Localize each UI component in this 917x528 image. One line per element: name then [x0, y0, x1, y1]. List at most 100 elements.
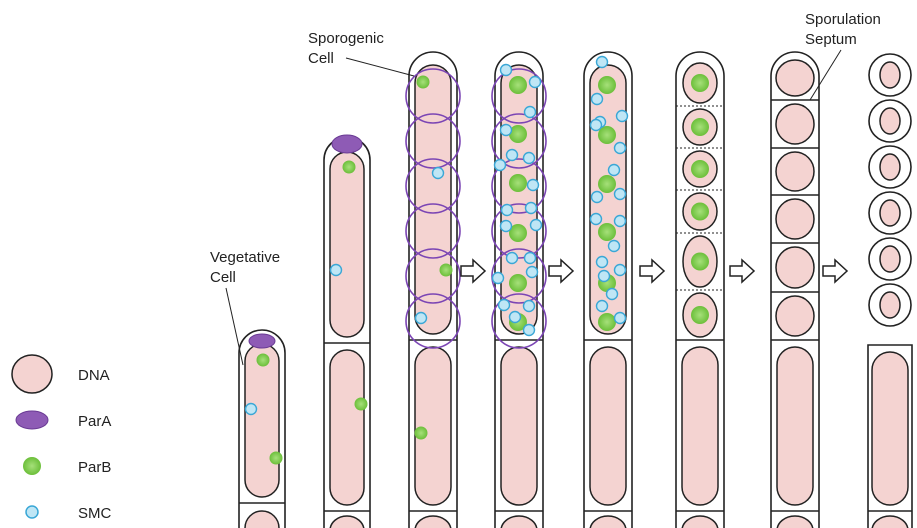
hypha-sporogenic	[406, 52, 460, 528]
smc-focus	[510, 312, 521, 323]
vegetative-pointer	[226, 288, 243, 365]
smc-focus	[597, 257, 608, 268]
smc-focus	[416, 313, 427, 324]
smc-focus	[501, 65, 512, 76]
parb-focus	[691, 160, 709, 178]
hypha-segregation-2	[584, 52, 632, 528]
smc-focus	[615, 143, 626, 154]
parb-focus	[691, 203, 709, 221]
parb-focus	[509, 76, 527, 94]
smc-focus	[331, 265, 342, 276]
smc-focus	[528, 180, 539, 191]
parb-focus	[440, 264, 453, 277]
smc-focus	[501, 221, 512, 232]
smc-focus	[609, 241, 620, 252]
smc-focus	[524, 325, 535, 336]
chromosome	[776, 247, 814, 288]
sporogenic-pointer	[346, 58, 414, 76]
smc-focus	[607, 289, 618, 300]
smc-focus	[592, 94, 603, 105]
smc-focus	[597, 301, 608, 312]
chromosome	[501, 347, 537, 505]
hypha-sporulation-septa	[771, 52, 819, 528]
smc-focus	[530, 77, 541, 88]
process-arrow-1	[461, 260, 485, 282]
smc-focus	[591, 120, 602, 131]
smc-focus	[495, 160, 506, 171]
chromosome	[880, 62, 900, 88]
para-icon	[16, 411, 48, 429]
para-cap	[332, 135, 362, 153]
sporulation-label-line1: Sporulation	[805, 11, 881, 28]
dna-icon	[12, 355, 52, 393]
legend-label-para: ParA	[78, 413, 111, 430]
chromosome	[590, 347, 626, 505]
smc-icon	[26, 506, 38, 518]
chromosome	[776, 152, 814, 191]
chromosome	[880, 246, 900, 272]
hyphae-layer	[239, 52, 912, 528]
parb-focus	[598, 76, 616, 94]
parb-focus	[270, 452, 283, 465]
sporogenic-label-line2: Cell	[308, 50, 334, 67]
smc-focus	[591, 214, 602, 225]
parb-focus	[417, 76, 430, 89]
parb-focus	[509, 274, 527, 292]
para-cap	[249, 334, 275, 348]
smc-focus	[524, 301, 535, 312]
chromosome	[872, 352, 908, 505]
smc-focus	[501, 125, 512, 136]
smc-focus	[507, 150, 518, 161]
smc-focus	[525, 253, 536, 264]
smc-focus	[615, 265, 626, 276]
legend: DNA ParA ParB SMC	[12, 355, 112, 522]
smc-focus	[609, 165, 620, 176]
parb-focus	[691, 74, 709, 92]
process-arrow-3	[640, 260, 664, 282]
smc-focus	[599, 271, 610, 282]
chromosome	[777, 347, 813, 505]
chromosome	[330, 350, 364, 505]
hypha-spore-chain	[868, 54, 912, 528]
parb-focus	[598, 223, 616, 241]
chromosome	[682, 347, 718, 505]
smc-focus	[615, 189, 626, 200]
parb-focus	[343, 161, 356, 174]
parb-focus	[691, 306, 709, 324]
legend-label-dna: DNA	[78, 367, 110, 384]
smc-focus	[592, 192, 603, 203]
process-arrow-5	[823, 260, 847, 282]
chromosome	[330, 152, 364, 337]
hypha-segregation-1	[492, 52, 546, 528]
process-arrow-2	[549, 260, 573, 282]
sporogenic-label-line1: Sporogenic	[308, 30, 384, 47]
chromosome	[880, 154, 900, 180]
process-arrow-4	[730, 260, 754, 282]
hypha-vegetative	[239, 330, 285, 528]
smc-focus	[526, 203, 537, 214]
chromosome	[880, 292, 900, 318]
smc-focus	[617, 111, 628, 122]
parb-focus	[691, 118, 709, 136]
smc-focus	[502, 205, 513, 216]
smc-focus	[615, 216, 626, 227]
smc-focus	[493, 273, 504, 284]
chromosome	[880, 200, 900, 226]
parb-icon	[23, 457, 41, 475]
chromosome	[880, 108, 900, 134]
vegetative-label-line2: Cell	[210, 269, 236, 286]
parb-focus	[691, 253, 709, 271]
smc-focus	[499, 300, 510, 311]
chromosome	[776, 104, 814, 144]
hypha-septation	[676, 52, 724, 528]
smc-focus	[524, 153, 535, 164]
smc-focus	[433, 168, 444, 179]
chromosome	[776, 60, 814, 96]
smc-focus	[525, 107, 536, 118]
smc-focus	[615, 313, 626, 324]
smc-focus	[246, 404, 257, 415]
parb-focus	[355, 398, 368, 411]
vegetative-label-line1: Vegetative	[210, 249, 280, 266]
smc-focus	[527, 267, 538, 278]
